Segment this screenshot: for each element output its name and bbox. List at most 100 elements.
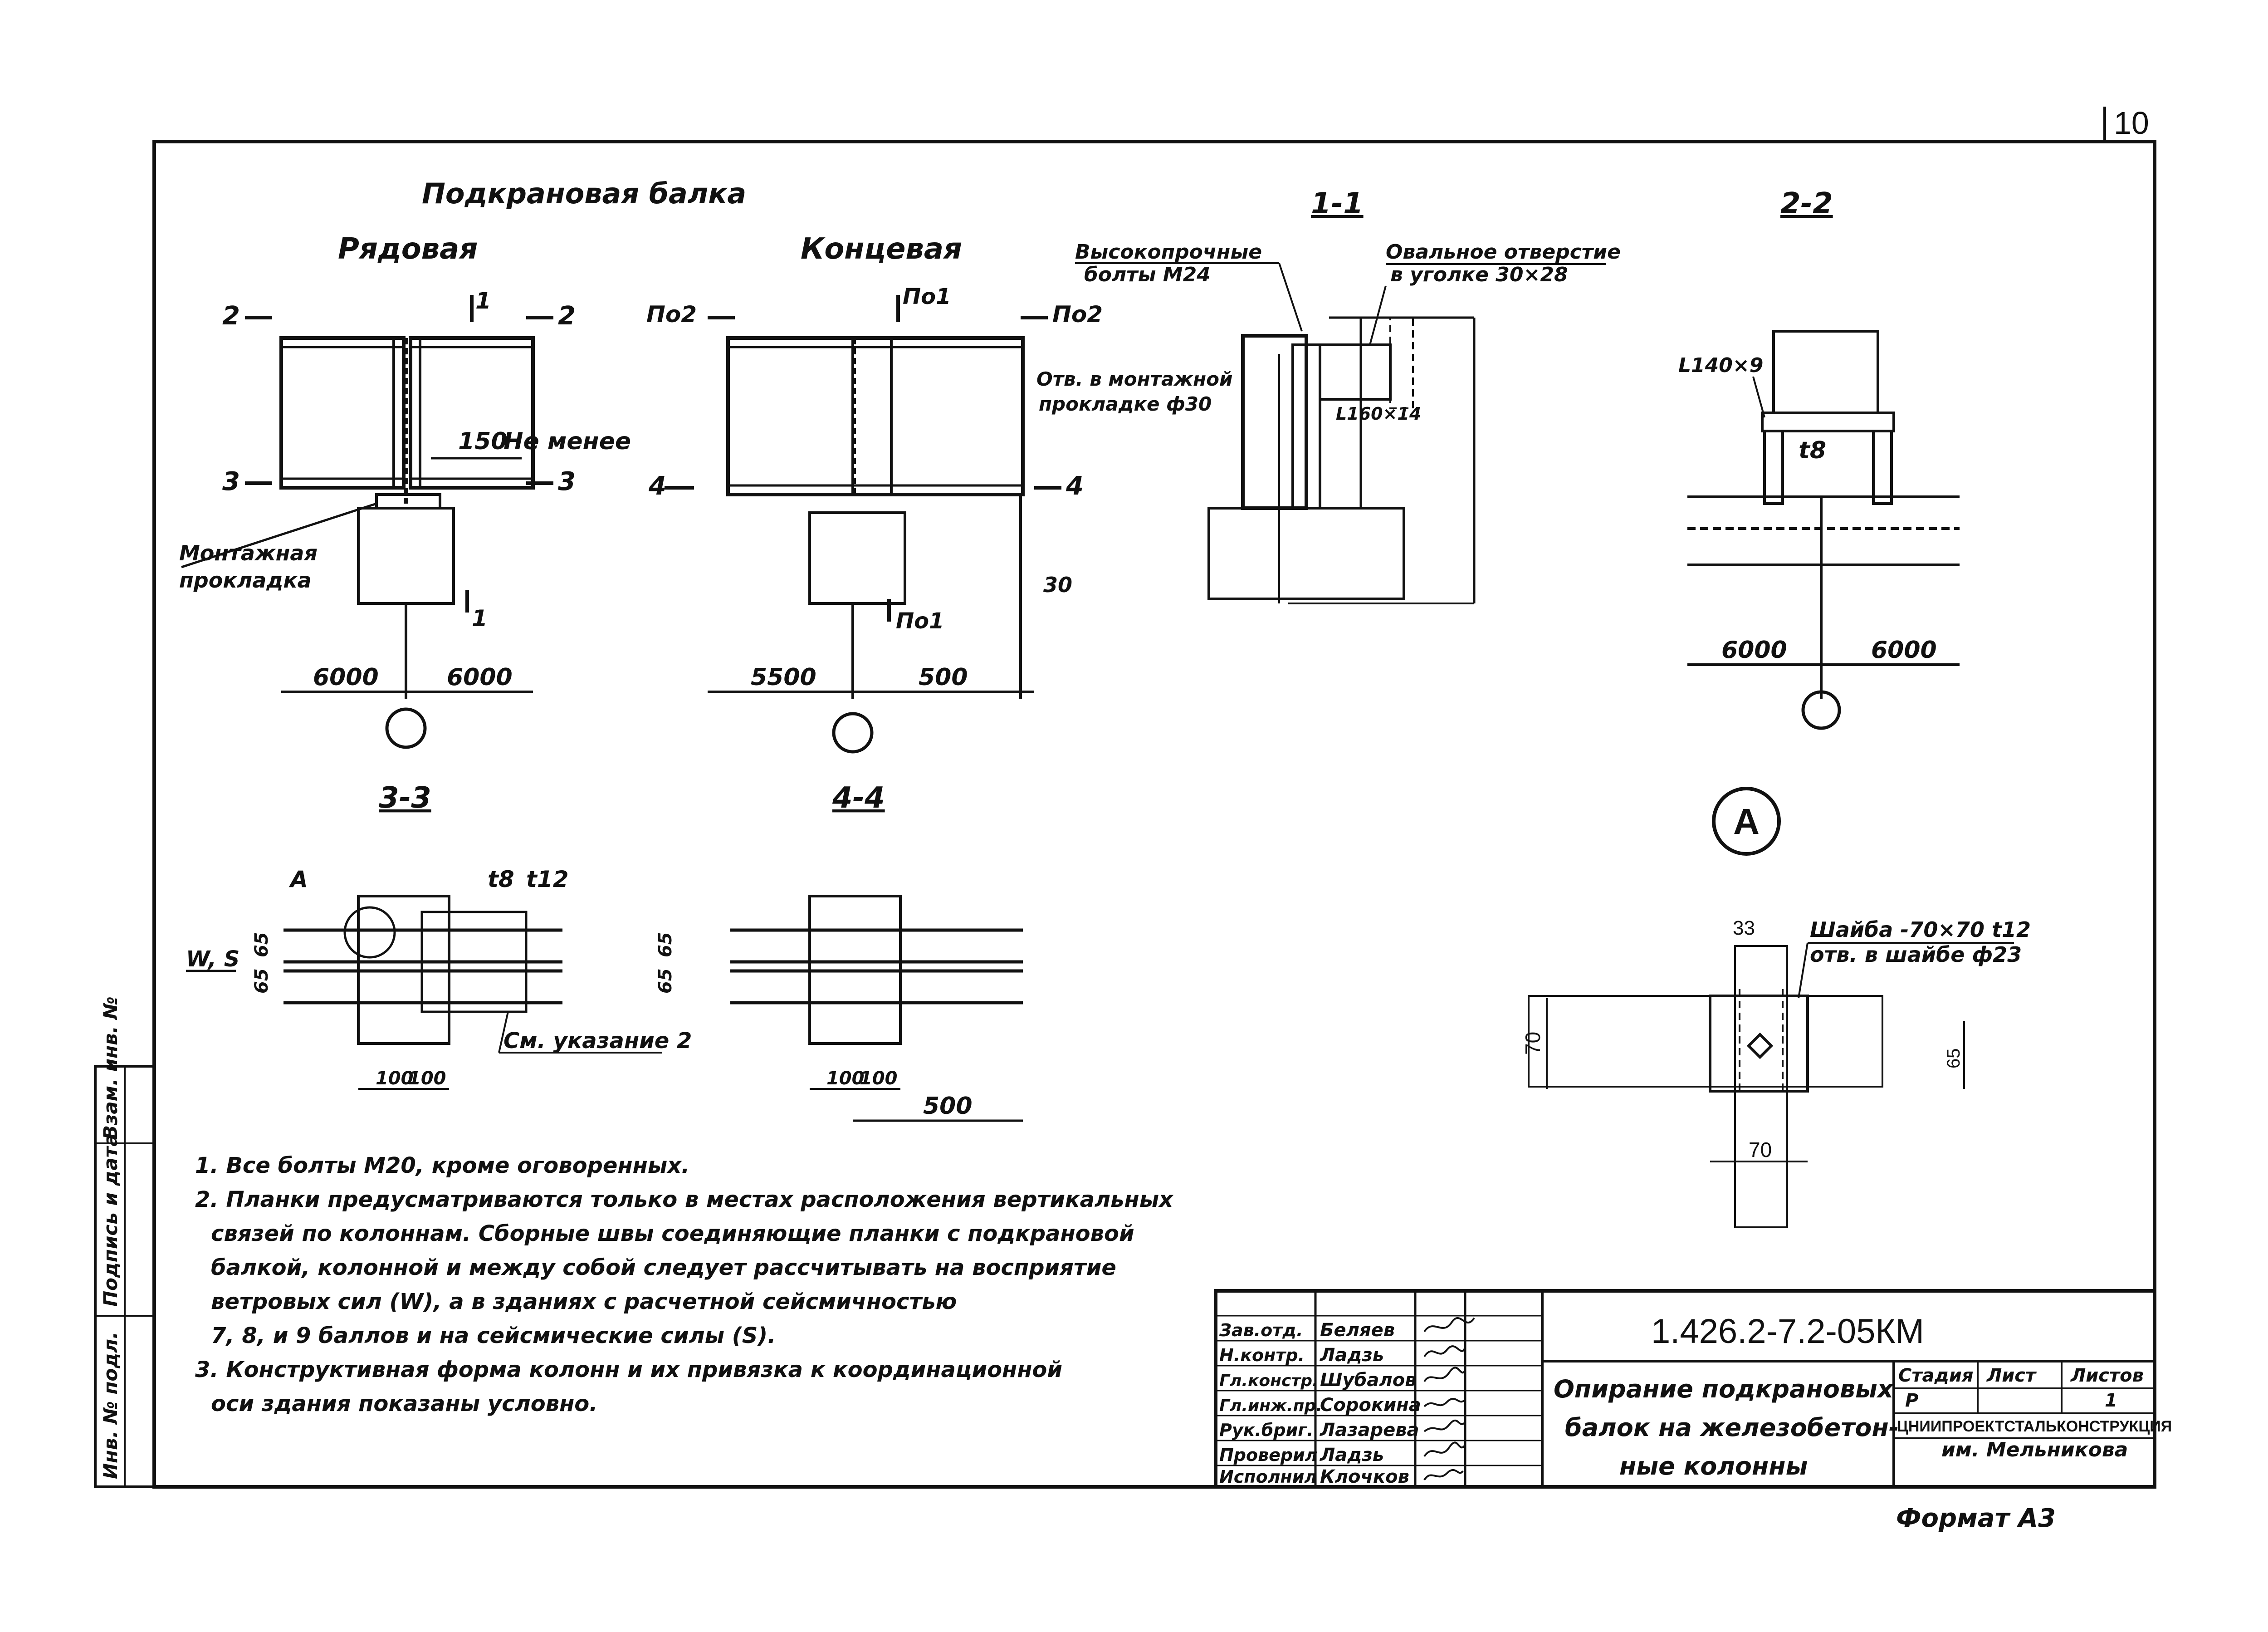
stamp-signature-date: Подпись и дата — [99, 1134, 122, 1307]
sheet-frame — [152, 107, 2156, 1489]
ordinary-dim-right: 6000 — [447, 664, 513, 691]
section-3-3-see-note: См. указание 2 — [503, 1028, 692, 1054]
ordinary-title: Рядовая — [338, 232, 478, 266]
section-1-1-bolts-2: болты М24 — [1084, 263, 1211, 286]
tb-role-0: Зав.отд. — [1219, 1320, 1303, 1340]
tb-name-1: Ладзь — [1320, 1345, 1384, 1366]
note-2-line-1: 2. Планки предусматриваются только в мес… — [195, 1187, 1174, 1212]
tb-name-line-1: Опирание подкрановых — [1554, 1375, 1894, 1403]
end-po2-right: По2 — [1052, 301, 1103, 328]
tb-stage-header: Стадия — [1898, 1365, 1974, 1386]
note-2-line-2: связей по колоннам. Сборные швы соединяю… — [211, 1221, 1134, 1246]
ordinary-pad-label-1: Монтажная — [179, 541, 318, 565]
ordinary-sec1-bottom: 1 — [472, 605, 488, 632]
stamp-inv-orig: Инв. № подл. — [99, 1332, 122, 1479]
tb-role-4: Рук.бриг. — [1219, 1420, 1314, 1440]
tb-sheets-header: Листов — [2070, 1365, 2144, 1386]
node-a-washer-1: Шайба -70×70 t12 — [1810, 917, 2031, 942]
section-2-2-dim-left: 6000 — [1721, 637, 1787, 664]
ordinary-sec2-right: 2 — [558, 301, 576, 331]
tb-role-6: Исполнил — [1219, 1467, 1317, 1487]
section-3-3-loads: W, S — [186, 946, 240, 972]
ordinary-not-less: Не менее — [503, 428, 631, 455]
tb-code: 1.426.2-7.2-05КМ — [1651, 1312, 1924, 1351]
end-sec4-right: 4 — [1066, 471, 1084, 501]
tb-name-5: Ладзь — [1320, 1445, 1384, 1465]
node-a-d33: 33 — [1733, 917, 1755, 939]
side-stamp: Инв. № подл. Подпись и дата Взам. инв. № — [94, 996, 156, 1488]
section-2-2-title: 2-2 — [1780, 187, 1833, 221]
ordinary-dim-150: 150 — [458, 428, 508, 455]
tb-role-2: Гл.констр. — [1219, 1372, 1319, 1390]
section-3-3-d100b: 100 — [408, 1068, 446, 1089]
end-dim-30: 30 — [1043, 573, 1072, 597]
section-1-1-hole-1: Отв. в монтажной — [1036, 368, 1232, 390]
section-4-4-d100a: 100 — [826, 1068, 865, 1089]
note-2-line-3: балкой, колонной и между собой следует р… — [211, 1255, 1116, 1280]
tb-role-5: Проверил — [1219, 1445, 1318, 1465]
section-1-1-oval-2: в уголке 30×28 — [1390, 263, 1568, 286]
ordinary-sec1-top: 1 — [475, 288, 491, 314]
section-2-2-dim-right: 6000 — [1871, 637, 1937, 664]
section-3-3-d2: 65 — [251, 968, 272, 994]
ordinary-sec2-left: 2 — [222, 301, 240, 331]
beam-title: Подкрановая балка — [422, 177, 746, 210]
view-end: Концевая По2 По2 По1 4 4 30 По1 5500 500 — [646, 232, 1103, 754]
section-3-3-d100a: 100 — [376, 1068, 414, 1089]
sheet-format: Формат А3 — [1896, 1504, 2056, 1533]
ordinary-pad-label-2: прокладка — [179, 568, 312, 593]
note-1: 1. Все болты М20, кроме оговоренных. — [195, 1153, 689, 1178]
node-a-washer-2: отв. в шайбе ф23 — [1810, 942, 2022, 967]
tb-name-6: Клочков — [1320, 1466, 1409, 1487]
end-po1-bottom: По1 — [896, 608, 944, 634]
section-1-1-bolts-1: Высокопрочные — [1075, 240, 1262, 264]
section-1-1-angle: L160×14 — [1336, 404, 1421, 424]
note-3-line-1: 3. Конструктивная форма колонн и их прив… — [195, 1357, 1062, 1382]
end-po1-top: По1 — [903, 284, 951, 309]
signatures — [1423, 1317, 1475, 1481]
end-sec4-left: 4 — [648, 471, 666, 501]
section-1-1-oval-1: Овальное отверстие — [1386, 240, 1621, 264]
node-a: A 33 Шайба -70×70 t12 отв. в шайбе ф23 7… — [1521, 787, 2031, 1228]
ordinary-sec3-left: 3 — [222, 467, 240, 496]
note-2-line-5: 7, 8, и 9 баллов и на сейсмические силы … — [211, 1323, 776, 1348]
tb-sheet-header: Лист — [1986, 1365, 2037, 1386]
node-a-label: A — [1733, 801, 1760, 842]
section-4-4-d500: 500 — [923, 1093, 973, 1120]
note-3-line-2: оси здания показаны условно. — [211, 1391, 597, 1416]
section-3-3-d1: 65 — [251, 932, 272, 957]
section-4-4-title: 4-4 — [832, 781, 885, 815]
tb-name-2: Шубалов — [1320, 1370, 1417, 1391]
tb-name-line-2: балок на железобетон- — [1565, 1413, 1899, 1442]
section-1-1-title: 1-1 — [1311, 187, 1364, 221]
ordinary-sec3-right: 3 — [558, 467, 576, 496]
view-ordinary: Рядовая 2 2 1 3 3 1 150 Не менее Монтажн… — [179, 232, 631, 749]
tb-org-1: ЦНИИПРОЕКТСТАЛЬКОНСТРУКЦИЯ — [1897, 1418, 2172, 1435]
tb-stage-value: Р — [1905, 1390, 1918, 1411]
section-3-3: 3-3 A t8 t12 W, S 65 65 См. указание 2 1… — [186, 781, 692, 1090]
section-3-3-title: 3-3 — [379, 781, 431, 815]
tb-role-3: Гл.инж.пр. — [1219, 1397, 1322, 1415]
stamp-inv-replace: Взам. инв. № — [99, 996, 122, 1140]
section-4-4: 4-4 65 65 100 100 500 — [655, 781, 1023, 1122]
section-2-2-thickness: t8 — [1799, 437, 1826, 464]
section-2-2-angle: L140×9 — [1678, 354, 1763, 377]
section-3-3-t12: t12 — [526, 866, 568, 892]
section-4-4-d2: 65 — [655, 968, 676, 994]
section-1-1-hole-2: прокладке ф30 — [1039, 393, 1212, 415]
end-dim-left: 5500 — [751, 664, 816, 691]
section-1-1: 1-1 Высокопрочные болты М24 Овальное отв… — [1036, 187, 1621, 604]
title-block: Зав.отд. Н.контр. Гл.констр. Гл.инж.пр. … — [1214, 1289, 2172, 1489]
ordinary-dim-left: 6000 — [313, 664, 379, 691]
node-a-d65: 65 — [1944, 1049, 1964, 1069]
end-title: Концевая — [801, 232, 962, 266]
tb-role-1: Н.контр. — [1219, 1345, 1305, 1365]
sheet-number: 10 — [2114, 105, 2149, 141]
tb-org-2: им. Мельникова — [1941, 1438, 2128, 1461]
section-2-2: 2-2 L140×9 t8 6000 6000 — [1678, 187, 1960, 730]
note-2-line-4: ветровых сил (W), а в зданиях с расчетно… — [211, 1289, 957, 1314]
tb-name-0: Беляев — [1320, 1320, 1395, 1341]
tb-name-4: Лазарева — [1320, 1420, 1419, 1441]
section-4-4-d100b: 100 — [860, 1068, 898, 1089]
